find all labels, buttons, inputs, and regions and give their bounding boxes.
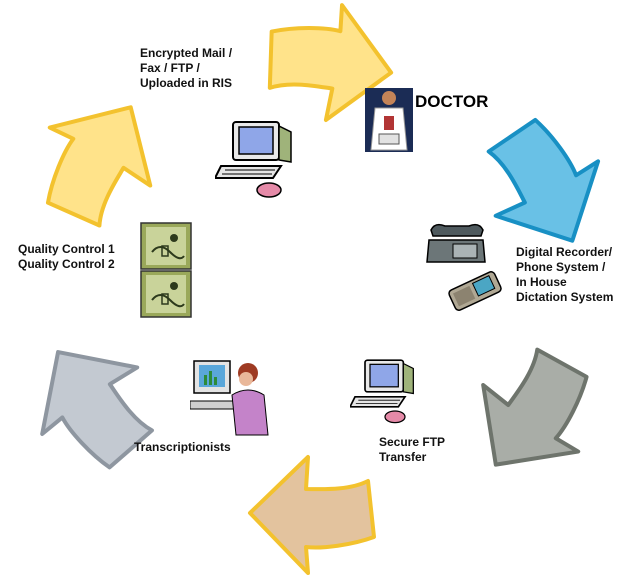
arrow-left-upper: [14, 75, 182, 245]
digital-recorder-line-3: In House: [516, 275, 567, 289]
digital-recorder-label: Digital Recorder/ Phone System / In Hous…: [516, 245, 613, 305]
arrow-bottom: [248, 455, 376, 575]
arrow-left-lower: [6, 317, 178, 491]
encrypted-mail-line-3: Uploaded in RIS: [140, 76, 233, 90]
arrow-right-lower: [447, 328, 619, 502]
arrow-right-upper: [465, 103, 626, 267]
digital-recorder-line-1: Digital Recorder/: [516, 245, 613, 259]
digital-recorder-line-4: Dictation System: [516, 290, 614, 304]
clipboard-icon: [140, 222, 192, 270]
encrypted-mail-line-2: Fax / FTP /: [140, 61, 200, 75]
quality-control-label: Quality Control 1 Quality Control 2: [18, 242, 115, 272]
quality-control-line-1: Quality Control 1: [18, 242, 115, 256]
computer-icon: [350, 359, 414, 424]
transcriptionists-label: Transcriptionists: [134, 440, 231, 454]
doctor-icon: [365, 88, 413, 152]
secure-ftp-line-1: Secure FTP: [379, 435, 446, 449]
encrypted-mail-label: Encrypted Mail / Fax / FTP / Uploaded in…: [140, 46, 232, 91]
mobile-phone-icon: [448, 271, 502, 311]
doctor-title: DOCTOR: [415, 92, 489, 111]
desk-phone-icon: [426, 223, 486, 263]
clipboard-icon: [140, 270, 192, 318]
digital-recorder-line-2: Phone System /: [516, 260, 606, 274]
secure-ftp-line-2: Transfer: [379, 450, 427, 464]
encrypted-mail-line-1: Encrypted Mail /: [140, 46, 233, 60]
person-at-computer-icon: [190, 360, 269, 436]
quality-control-line-2: Quality Control 2: [18, 257, 115, 271]
secure-ftp-label: Secure FTP Transfer: [379, 435, 445, 465]
computer-icon: [215, 121, 292, 198]
